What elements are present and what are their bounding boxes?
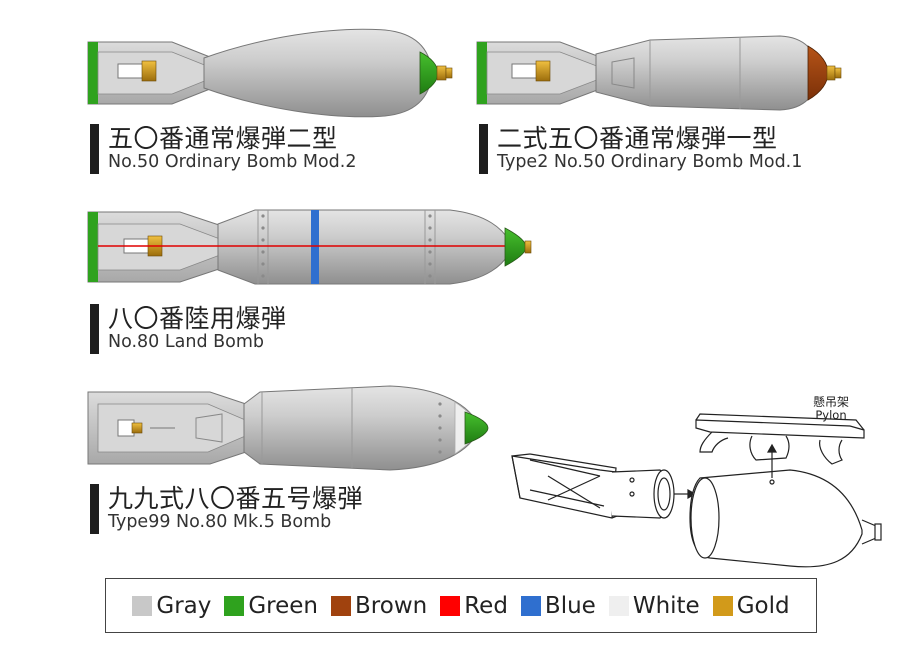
caption-japanese: 二式五〇番通常爆弾一型 — [497, 124, 778, 153]
caption-bar — [90, 484, 99, 534]
caption-bar — [90, 124, 99, 174]
pylon-label: 懸吊架 Pylon — [796, 395, 866, 422]
legend-label: Gold — [736, 592, 790, 619]
legend-item-green: Green — [224, 593, 318, 619]
legend-item-gold: Gold — [712, 592, 790, 619]
legend-item-white: White — [608, 592, 700, 619]
legend-swatch — [608, 595, 629, 616]
legend-label: Red — [464, 592, 508, 619]
legend-swatch — [712, 595, 733, 616]
pylon-label-japanese: 懸吊架 — [812, 395, 849, 409]
caption-english: No.80 Land Bomb — [108, 332, 264, 352]
bomb-no50-mod2 — [87, 28, 453, 118]
pylon-label-english: Pylon — [815, 408, 847, 422]
caption-japanese: 八〇番陸用爆弾 — [108, 304, 287, 333]
assembly-drawing — [511, 413, 882, 568]
legend-label: Brown — [355, 592, 428, 619]
legend-swatch — [331, 595, 352, 616]
legend-label: Gray — [156, 592, 212, 619]
legend-item-red: Red — [440, 593, 508, 619]
legend-item-gray: Gray — [132, 593, 211, 619]
legend-label: Green — [248, 592, 319, 619]
legend-item-brown: Brown — [331, 593, 427, 619]
legend-swatch — [520, 595, 541, 616]
bomb-type99-no80-mk5 — [87, 385, 489, 471]
color-legend: Gray Green Brown Red Blue White Gold — [105, 578, 817, 633]
caption-bar — [90, 304, 99, 354]
bomb-type2-no50-mod1 — [476, 35, 842, 111]
legend-label: White — [632, 592, 700, 619]
caption-english: Type2 No.50 Ordinary Bomb Mod.1 — [497, 152, 803, 172]
caption-english: No.50 Ordinary Bomb Mod.2 — [108, 152, 357, 172]
legend-swatch — [132, 595, 153, 616]
legend-swatch — [224, 595, 245, 616]
caption-english: Type99 No.80 Mk.5 Bomb — [108, 512, 332, 532]
bomb-no80-land — [87, 209, 532, 285]
legend-label: Blue — [544, 592, 596, 619]
legend-item-blue: Blue — [520, 592, 596, 619]
caption-japanese: 九九式八〇番五号爆弾 — [108, 484, 364, 513]
caption-bar — [479, 124, 488, 174]
caption-japanese: 五〇番通常爆弾二型 — [108, 124, 338, 153]
legend-swatch — [440, 595, 461, 616]
